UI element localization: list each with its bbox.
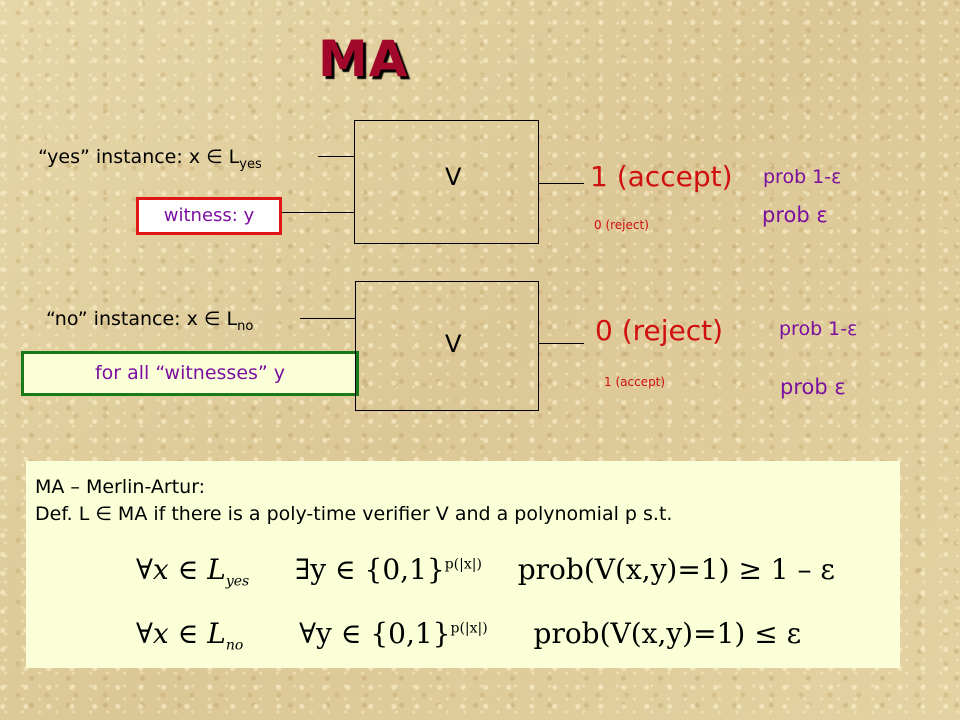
yes-output-wire xyxy=(538,183,584,184)
no-main-output: 0 (reject) xyxy=(595,314,724,347)
formula-no-exponent: p(|x|) xyxy=(450,620,488,637)
no-input-x-wire xyxy=(300,318,355,319)
yes-input-x-wire xyxy=(318,156,354,157)
formula-yes-exists: ∃y ∈ {0,1} xyxy=(295,553,445,586)
no-output-wire xyxy=(538,343,584,344)
yes-prob-main: prob 1-ε xyxy=(763,166,842,188)
no-verifier-label: V xyxy=(445,330,462,358)
yes-minor-output: 0 (reject) xyxy=(594,218,649,232)
slide-title: MA xyxy=(318,30,409,88)
definition-box: MA – Merlin-Artur: Def. L ∈ MA if there … xyxy=(26,461,900,668)
definition-text: Def. L ∈ MA if there is a poly-time veri… xyxy=(35,503,673,525)
formula-yes-exponent: p(|x|) xyxy=(444,556,482,573)
witness-box: witness: y xyxy=(136,197,282,235)
no-prob-main: prob 1-ε xyxy=(779,318,858,340)
no-minor-output: 1 (accept) xyxy=(604,375,666,389)
formula-yes-prob: prob(V(x,y)=1) ≥ 1 – ε xyxy=(517,553,835,586)
definition-heading: MA – Merlin-Artur: xyxy=(35,476,206,498)
formula-yes-forall: ∀x ∈ L xyxy=(136,553,226,586)
no-instance-label: “no” instance: x ∈ Lno xyxy=(46,308,253,334)
yes-verifier-box xyxy=(354,120,539,244)
yes-instance-subscript: yes xyxy=(239,156,262,172)
formula-yes-forall-subscript: yes xyxy=(225,573,250,590)
formula-no-prob: prob(V(x,y)=1) ≤ ε xyxy=(533,617,802,650)
formula-no-exists: ∀y ∈ {0,1} xyxy=(299,617,451,650)
yes-instance-label: “yes” instance: x ∈ Lyes xyxy=(38,146,262,172)
yes-verifier-label: V xyxy=(445,163,462,191)
forall-witnesses-box: for all “witnesses” y xyxy=(21,351,359,396)
formula-no: ∀x ∈ Lno ∀y ∈ {0,1}p(|x|) prob(V(x,y)=1)… xyxy=(136,617,801,654)
formula-no-forall-subscript: no xyxy=(225,637,244,654)
yes-instance-text: “yes” instance: x ∈ L xyxy=(38,146,240,168)
yes-main-output: 1 (accept) xyxy=(590,160,733,193)
no-instance-subscript: no xyxy=(237,318,254,334)
forall-witnesses-label: for all “witnesses” y xyxy=(94,362,286,384)
formula-yes: ∀x ∈ Lyes ∃y ∈ {0,1}p(|x|) prob(V(x,y)=1… xyxy=(136,553,835,590)
yes-input-y-wire xyxy=(282,212,354,213)
no-instance-text: “no” instance: x ∈ L xyxy=(46,308,238,330)
no-prob-minor: prob ε xyxy=(780,375,846,399)
formula-no-forall: ∀x ∈ L xyxy=(136,617,226,650)
no-verifier-box xyxy=(355,281,539,411)
witness-label: witness: y xyxy=(163,205,255,226)
yes-prob-minor: prob ε xyxy=(762,203,828,227)
